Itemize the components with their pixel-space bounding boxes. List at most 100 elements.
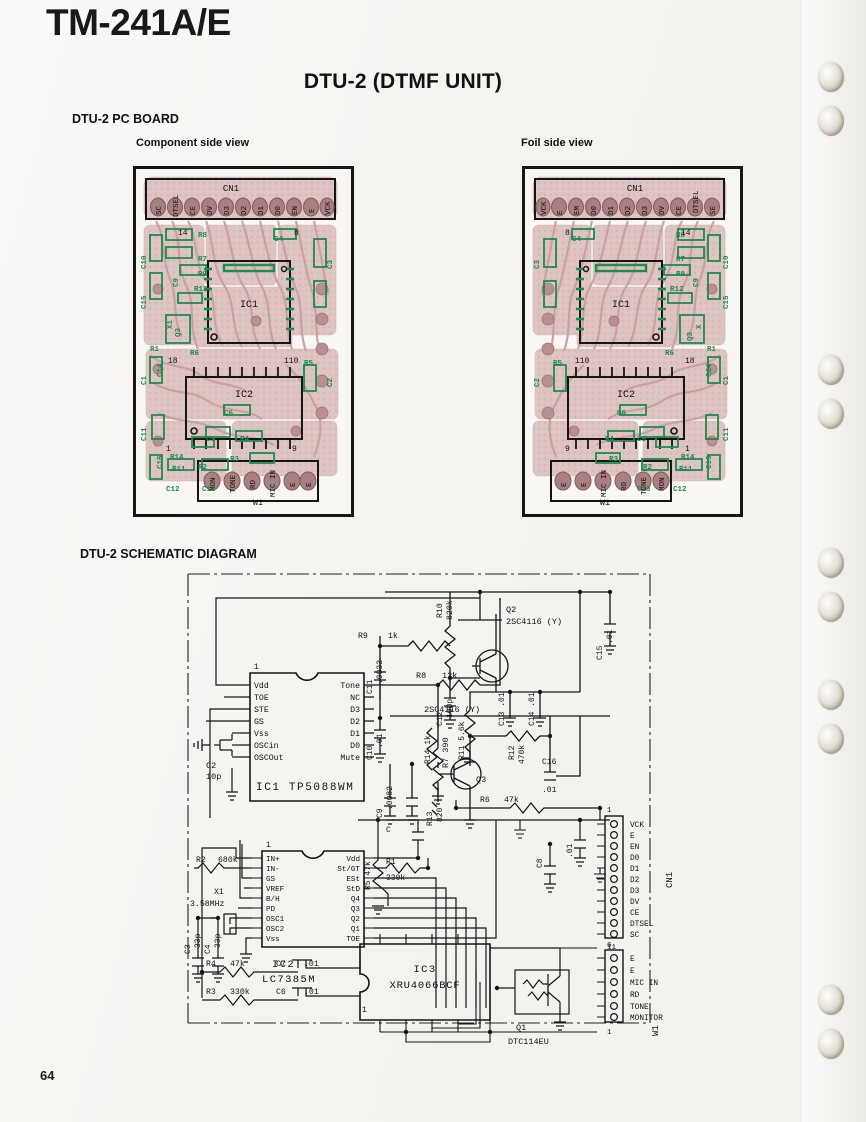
svg-text:33p: 33p — [194, 933, 203, 948]
svg-text:110: 110 — [284, 357, 299, 366]
svg-text:.01: .01 — [606, 629, 615, 644]
ic1-part: TP5088WM — [289, 782, 355, 794]
pcb-w1-pin: MON — [210, 477, 218, 491]
svg-text:C16: C16 — [157, 455, 165, 469]
cn1-pin-label: DV — [630, 899, 640, 907]
svg-text:C13: C13 — [202, 486, 216, 494]
ic2-left-pin: IN+ — [266, 856, 280, 864]
pcb-cn1-pin: D1 — [258, 205, 266, 215]
svg-text:110: 110 — [575, 357, 590, 366]
svg-text:C4: C4 — [572, 236, 582, 244]
ic2-right-pin: Q1 — [351, 926, 361, 934]
w1-pin-label: RD — [630, 992, 640, 1000]
pcb-cn1-pin: D1 — [608, 205, 616, 215]
schematic-q1-block: Q1 DTC114EU — [490, 947, 570, 1047]
schematic-diagram: 1 Vdd TOE STE GS Vss OSCin OSCOut Tone N… — [180, 568, 820, 1058]
ic2-ref: IC2 — [272, 959, 295, 971]
svg-text:R5: R5 — [553, 360, 563, 368]
cn1-connector-label: CN1 — [665, 872, 675, 888]
ic2-right-pin: St/GT — [337, 866, 360, 874]
binder-hole — [818, 680, 844, 710]
svg-text:C1: C1 — [141, 375, 149, 385]
ic2-left-pin: GS — [266, 876, 276, 884]
ic1-left-pin: Vss — [254, 730, 269, 739]
pcb-cn1-pin: D0 — [275, 205, 283, 215]
svg-text:1: 1 — [685, 445, 690, 454]
pcb-cn1-pin: DTSEL — [693, 190, 701, 213]
q2-ref: Q2 — [506, 605, 516, 615]
ic1-left-pin: TOE — [254, 694, 269, 703]
pcb-w1-pin: E — [581, 482, 589, 487]
ic2-right-pin: Vdd — [346, 856, 360, 864]
svg-text:C14: C14 — [157, 363, 165, 377]
schematic-cn1-connector: 1 11 VCK E EN D0 D1 D2 D3 DV CE DTSEL SC… — [597, 807, 675, 952]
ic3-ref: IC3 — [413, 964, 436, 976]
pcb-cn1-pin: CE — [190, 205, 198, 215]
svg-text:680k: 680k — [218, 855, 238, 865]
pcb-cn1-pin: E — [557, 210, 565, 215]
pcb-cn1-pin: EN — [292, 206, 300, 215]
cn1-pin-label: VCK — [630, 822, 644, 830]
pcb-cn1-label: CN1 — [627, 184, 643, 194]
ic2-left-pin: OSC1 — [266, 916, 285, 924]
schematic-q3-stage: 2SC4116 (Y) Q3 R14 1k R12 470k C16 .01 C… — [376, 705, 610, 829]
pcb-cn1-pin: D2 — [241, 206, 249, 215]
r6-label: R6 — [480, 796, 490, 805]
ic2-left-pin: PD — [266, 906, 276, 914]
svg-text:R14 1k: R14 1k — [424, 735, 433, 764]
pcb-cn1-pin: DV — [207, 205, 215, 215]
c15-label: C16 — [542, 758, 557, 767]
svg-text:14: 14 — [681, 229, 691, 238]
svg-text:C5: C5 — [206, 436, 216, 444]
svg-text:R11: R11 — [172, 466, 186, 474]
pcb-ic1-label: IC1 — [612, 300, 630, 311]
ic2-right-pin: Q4 — [351, 896, 361, 904]
c4-label: C4 — [204, 944, 213, 954]
w1-connector-label: W1 — [651, 1025, 661, 1036]
svg-text:R1: R1 — [150, 346, 160, 354]
ic2-right-pin: Q2 — [351, 916, 361, 924]
svg-text:C15: C15 — [723, 295, 731, 309]
svg-text:Q3: Q3 — [476, 775, 486, 785]
pcb-w1-pin: E — [290, 482, 298, 487]
ic1-right-pin: Tone — [340, 682, 360, 691]
r9-label: R9 — [358, 632, 368, 641]
svg-text:R1: R1 — [707, 346, 717, 354]
pcb-foil-side-view: CN1 VCK E EM D0 D1 D2 D3 DV CE DTSEL SE … — [522, 166, 743, 517]
svg-text:X1: X1 — [167, 319, 175, 329]
svg-text:C16: C16 — [542, 758, 557, 767]
svg-text:Q3: Q3 — [687, 331, 695, 341]
component-side-label: Component side view — [136, 137, 250, 149]
svg-text:R8: R8 — [416, 671, 426, 681]
schematic-ic1-block: 1 Vdd TOE STE GS Vss OSCin OSCOut Tone N… — [240, 663, 374, 802]
svg-text:9: 9 — [292, 445, 297, 454]
pcb-cn1-pin: CE — [676, 205, 684, 215]
pcb-cn1-pin: DTSEL — [173, 194, 181, 217]
binder-hole — [818, 592, 844, 622]
c11-label: C12 — [436, 711, 445, 726]
svg-text:47k: 47k — [504, 795, 519, 805]
svg-text:R10: R10 — [436, 603, 445, 618]
w1-pin-label: TONE — [630, 1004, 649, 1012]
svg-text:R5 47k: R5 47k — [364, 861, 373, 890]
r2-label: R2 — [196, 856, 206, 865]
svg-text:R6: R6 — [190, 350, 200, 358]
ic1-left-pin: STE — [254, 706, 269, 715]
pcb-cn1-pin: D3 — [642, 205, 650, 215]
page-title: TM-241A/E — [46, 2, 231, 43]
svg-text:R2: R2 — [196, 856, 206, 865]
w1-pin-label: MONITOR — [630, 1015, 663, 1023]
svg-text:47k: 47k — [230, 959, 245, 969]
svg-text:C: C — [386, 826, 391, 835]
svg-text:330k: 330k — [230, 987, 250, 997]
svg-text:R8: R8 — [198, 232, 208, 240]
svg-text:R12: R12 — [508, 745, 517, 760]
c9-label: C10 — [366, 745, 375, 760]
r14-label: R14 — [424, 749, 433, 764]
page-number: 64 — [40, 1068, 55, 1083]
svg-text:R7 390: R7 390 — [441, 737, 451, 768]
svg-text:R13: R13 — [426, 811, 435, 826]
svg-text:R12: R12 — [194, 286, 208, 294]
svg-text:R9: R9 — [358, 632, 368, 641]
svg-text:C12: C12 — [166, 486, 180, 494]
